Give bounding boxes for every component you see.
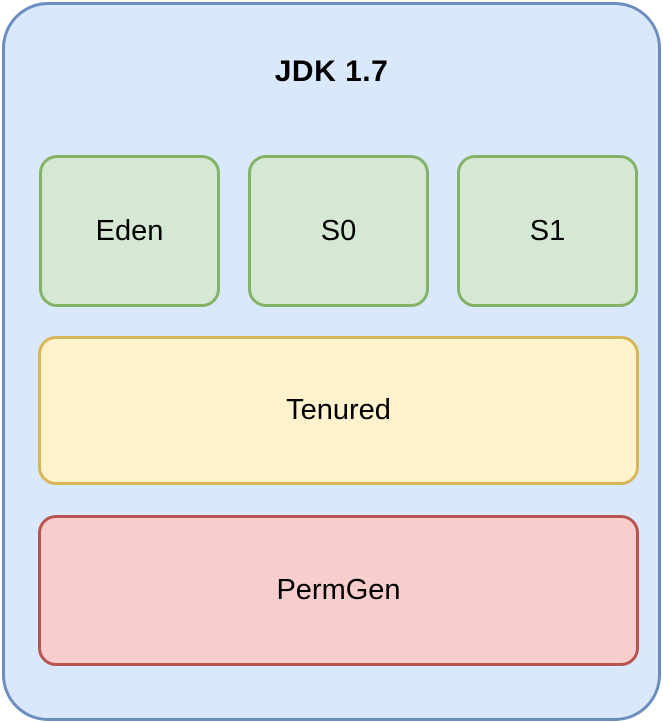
- eden-region-label: Eden: [95, 214, 164, 247]
- tenured-region-box: Tenured: [38, 336, 639, 485]
- eden-region-box: Eden: [39, 155, 220, 307]
- s1-region-box: S1: [457, 155, 638, 307]
- diagram-title: JDK 1.7: [274, 55, 389, 88]
- young-generation-row: Eden S0 S1: [39, 155, 638, 307]
- s0-region-label: S0: [320, 214, 357, 247]
- s1-region-label: S1: [529, 214, 566, 247]
- s0-region-box: S0: [248, 155, 429, 307]
- permgen-region-label: PermGen: [276, 574, 401, 606]
- permgen-region-box: PermGen: [38, 515, 639, 666]
- tenured-region-label: Tenured: [286, 394, 391, 426]
